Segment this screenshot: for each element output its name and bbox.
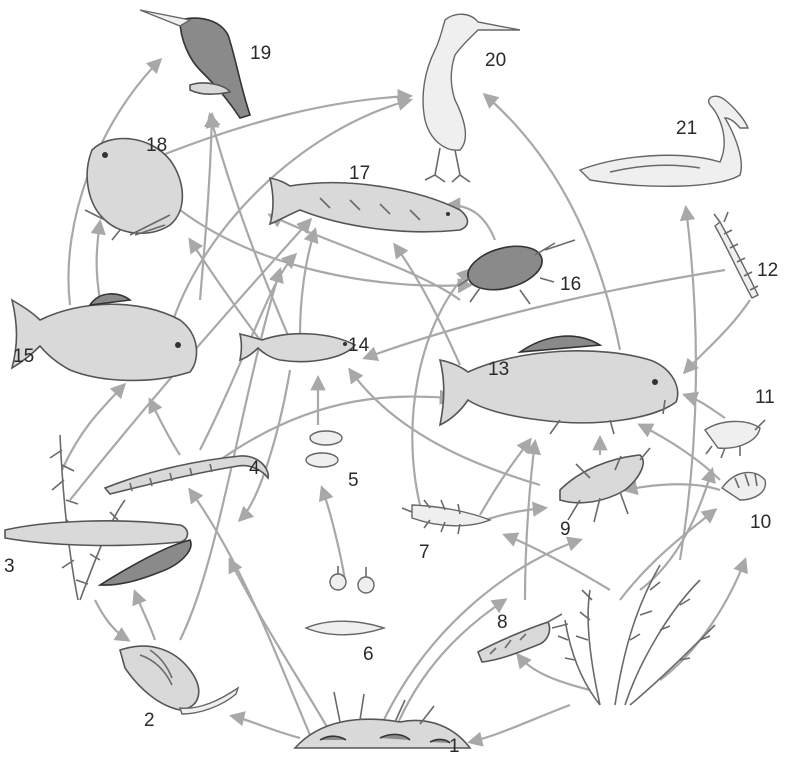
arrow-1-to-2 [232, 716, 300, 738]
arrow-plants-to-1 [470, 705, 570, 742]
heron-icon [423, 14, 520, 182]
bacteria-icon [306, 431, 342, 467]
mayfly-larva-icon [402, 500, 490, 534]
arrow-plants-to-7 [505, 535, 610, 590]
water-flea-icon [705, 420, 765, 458]
arrow-14-to-17 [300, 230, 315, 335]
arrow-17-to-19 [200, 115, 212, 300]
arrow-15-to-18 [97, 222, 100, 300]
arrow-3-to-2 [95, 600, 128, 640]
arrow-4-to-15 [150, 400, 180, 455]
label-16: 16 [560, 274, 581, 295]
arrow-7-to-9 [485, 508, 545, 520]
label-18: 18 [146, 135, 167, 156]
label-17: 17 [349, 163, 370, 184]
rudd-icon [12, 294, 197, 381]
arrow-1-to-8 [395, 600, 505, 730]
label-14: 14 [348, 335, 370, 356]
label-20: 20 [485, 50, 506, 71]
label-8: 8 [497, 612, 508, 633]
carp-icon [440, 336, 678, 434]
label-4: 4 [249, 458, 260, 479]
label-19: 19 [250, 43, 271, 64]
label-6: 6 [363, 644, 374, 665]
water-beetle-icon [458, 239, 575, 304]
label-3: 3 [4, 556, 15, 577]
arrow-plants-to-8 [518, 655, 590, 690]
label-11: 11 [755, 387, 775, 408]
mosquito-larva-icon [714, 212, 758, 298]
water-louse-icon [722, 472, 765, 500]
label-1: 1 [449, 736, 460, 757]
arrow-11-to-13 [685, 395, 725, 418]
arrow-6-to-5 [322, 488, 345, 580]
label-2: 2 [144, 710, 155, 731]
arrow-plants-to-11 [640, 470, 712, 590]
label-13: 13 [488, 359, 509, 380]
label-15: 15 [13, 346, 34, 367]
arrow-plants-to-10b [620, 510, 715, 600]
arrow-plants-to-21 [680, 208, 696, 560]
arrow-14-to-19 [210, 115, 290, 340]
arrow-18-to-20 [150, 96, 410, 160]
water-plants-icon [558, 565, 715, 705]
arrow-3-to-15 [62, 385, 124, 470]
arrow-8-to-13 [525, 442, 535, 600]
label-12: 12 [757, 260, 778, 281]
arrow-2-to-17 [180, 270, 280, 640]
arrow-1-to-4 [190, 490, 310, 735]
arrow-2-to-eel [135, 592, 155, 640]
label-7: 7 [419, 542, 430, 563]
label-10: 10 [750, 512, 771, 533]
arrow-13-to-17 [395, 245, 460, 365]
dragonfly-nymph-icon [560, 448, 650, 522]
worm-icon [105, 456, 268, 494]
label-9: 9 [560, 519, 571, 540]
snail-icon [120, 646, 238, 714]
caddis-larva-icon [478, 614, 568, 662]
detritus-icon [295, 692, 470, 748]
label-21: 21 [676, 118, 697, 139]
arrow-4-to-13 [220, 397, 452, 460]
arrow-13-to-20 [485, 95, 620, 350]
label-5: 5 [348, 470, 359, 491]
arrow-7-to-13 [480, 440, 530, 515]
arrow-plants-to-10 [660, 560, 745, 680]
swan-icon [580, 96, 748, 186]
pike-icon [270, 178, 468, 232]
pondweed-icon [50, 435, 125, 600]
